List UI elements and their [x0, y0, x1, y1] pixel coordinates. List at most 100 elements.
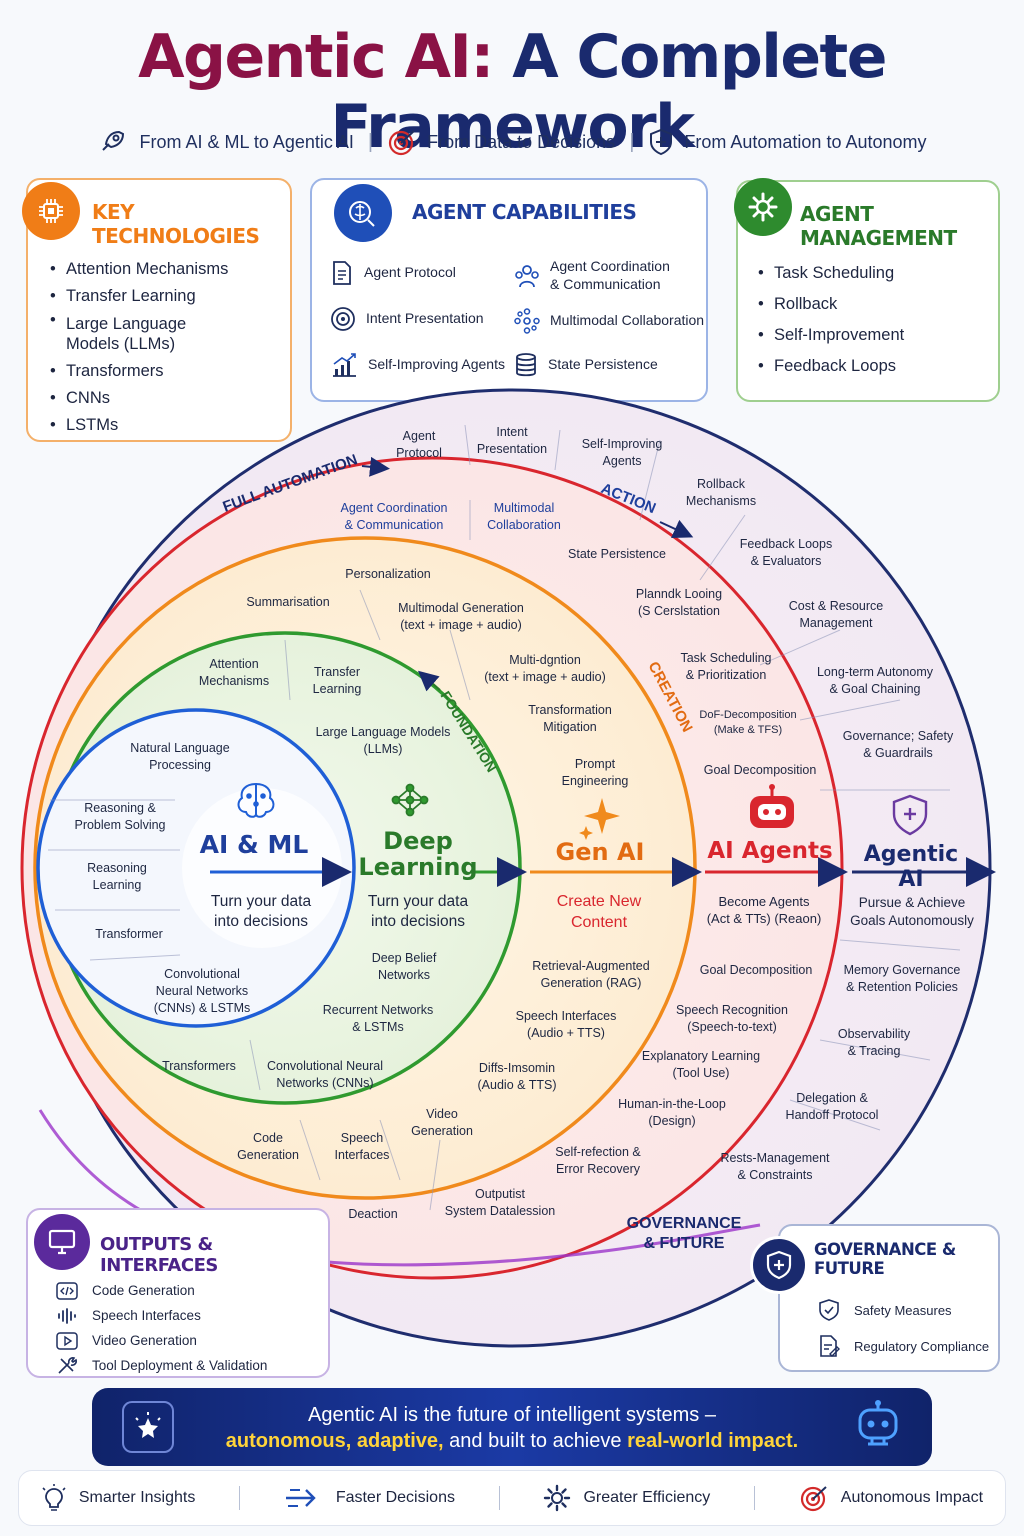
gen-ai-label: Deaction: [332, 1206, 414, 1223]
label-line: Delegation &: [796, 1091, 868, 1105]
list-item: LSTMs: [48, 412, 228, 439]
label-line: Networks (CNNs): [276, 1075, 374, 1090]
footer-label: Smarter Insights: [78, 1489, 196, 1506]
gen-ai-label: Summarisation: [232, 594, 344, 611]
agentic-ai-label: Observability& Tracing: [820, 1026, 928, 1060]
subtitle-label-2: From Data to Decisions: [427, 131, 616, 152]
database-icon: [516, 353, 536, 377]
label-line: Feedback Loops: [739, 537, 833, 551]
agentic-ai-title: Agentic AI: [863, 842, 959, 892]
tools-icon: [58, 1356, 77, 1374]
label-line: Reasoning &: [84, 801, 156, 815]
agent-capabilities-card: AGENT CAPABILITIES Agent Protocol Agent …: [310, 178, 708, 402]
divider: [498, 1486, 500, 1510]
ai-agents-label: Self-refection &Error Recovery: [538, 1144, 658, 1178]
gen-ai-subtitle: Create New Content: [534, 892, 664, 934]
subtitle-row: From AI & ML to Agentic AI | From Data t…: [0, 128, 1024, 156]
capability-label: Self-Improving Agents: [368, 356, 505, 373]
label-line: (CNNs) & LSTMs: [153, 1000, 251, 1015]
label-line: Mechanisms: [685, 493, 757, 508]
banner-word: real-world impact.: [627, 1430, 799, 1452]
agentic-ai-label: Governance; Safety& Guardrails: [830, 728, 966, 762]
neural-network-icon: [391, 783, 429, 817]
outputs-list: Code Generation Speech Interfaces Video …: [56, 1278, 267, 1378]
subtitle-label-1: From AI & ML to Agentic AI: [139, 131, 354, 152]
banner-word: adaptive,: [356, 1430, 444, 1452]
label-line: DoF-Decomposition: [699, 709, 797, 721]
label-line: Collaboration: [487, 517, 561, 532]
capability-label: Multimodal Collaboration: [550, 312, 705, 329]
ai-agents-label: Agent Coordination& Communication: [326, 500, 462, 534]
divider: |: [367, 130, 374, 153]
label-line: Large Language Models: [315, 725, 451, 739]
list-item: Transformers: [48, 358, 228, 385]
gen-ai-label: Personalization: [330, 566, 446, 583]
ai-agents-subtitle: Become Agents (Act & TTs) (Reaon): [696, 894, 832, 928]
gen-ai-label: Multimodal Generation(text + image + aud…: [378, 600, 544, 634]
list-item: Large Language: [48, 310, 228, 334]
gear-icon: [734, 178, 792, 236]
list-item: Task Scheduling: [756, 258, 904, 289]
list-item: Self-Improvement: [756, 320, 904, 351]
ai-ml-core: [182, 788, 342, 948]
label-line: (LLMs): [363, 741, 403, 756]
label-line: Personalization: [345, 567, 431, 581]
arrow-icon: [285, 1489, 316, 1507]
list-item-label: Tool Deployment & Validation: [92, 1358, 268, 1373]
label-line: Generation (RAG): [540, 975, 642, 990]
deep-learning-title: Deep Learning: [348, 828, 488, 880]
rainbow-edge: [38, 1109, 761, 1267]
label-line: Deep Belief: [371, 951, 437, 965]
footer-item-smarter-insights: Smarter Insights: [41, 1484, 195, 1512]
footer-bar: Smarter Insights Faster Decisions Greate…: [18, 1470, 1006, 1526]
label-line: Learning: [92, 877, 142, 892]
outputs-interfaces-title: OUTPUTS & INTERFACES: [100, 1234, 218, 1276]
ai-ml-subtitle-line2: into decisions: [214, 913, 308, 931]
governance-future-card: GOVERNANCE & FUTURE Safety Measures Regu…: [778, 1224, 1000, 1372]
label-line: Neural Networks: [155, 983, 249, 998]
capability-multimodal-collaboration: Multimodal Collaboration: [514, 308, 704, 334]
ai-agents-subtitle-line2: (Act & TTs) (Reaon): [706, 910, 822, 926]
agentic-ai-subtitle-line2: Goals Autonomously: [850, 912, 974, 928]
play-icon: [56, 1331, 78, 1350]
label-line: Agents: [602, 453, 642, 468]
target-icon: [800, 1486, 827, 1512]
capability-agent-coordination: Agent Coordination& Communication: [514, 258, 670, 293]
label-line: Explanatory Learning: [641, 1049, 761, 1063]
label-line: Natural Language: [130, 741, 230, 755]
label-line: Outputist: [474, 1187, 526, 1201]
label-line: Cost & Resource: [788, 599, 884, 613]
shield-icon: [892, 794, 928, 836]
list-item: Video Generation: [56, 1328, 267, 1353]
key-technologies-title: KEY TECHNOLOGIES: [92, 200, 260, 248]
label-line: Multi-dgntion: [509, 653, 581, 667]
label-line: Networks: [377, 967, 431, 982]
capability-label: State Persistence: [548, 356, 658, 373]
ai-agents-label: Task Scheduling& Prioritization: [668, 650, 784, 684]
agent-management-list: Task Scheduling Rollback Self-Improvemen…: [756, 258, 904, 382]
capability-label: Agent Coordination: [550, 258, 670, 274]
gen-ai-title: Gen AI: [555, 838, 645, 866]
footer-label: Faster Decisions: [335, 1489, 455, 1506]
label-line: Goal Decomposition: [699, 963, 813, 977]
agentic-ai-label: Memory Governance& Retention Policies: [832, 962, 972, 996]
list-item-label: Speech Interfaces: [92, 1308, 201, 1323]
label-line: Diffs-Imsomin: [478, 1061, 556, 1075]
label-line: & LSTMs: [352, 1019, 404, 1034]
governance-future-title: GOVERNANCE & FUTURE: [814, 1240, 956, 1278]
gear-icon: [544, 1484, 571, 1512]
label-line: Transformer: [95, 927, 163, 941]
capability-state-persistence: State Persistence: [514, 352, 658, 378]
gen-ai-subtitle-line1: Create New: [556, 893, 642, 910]
capability-agent-protocol: Agent Protocol: [330, 260, 456, 286]
